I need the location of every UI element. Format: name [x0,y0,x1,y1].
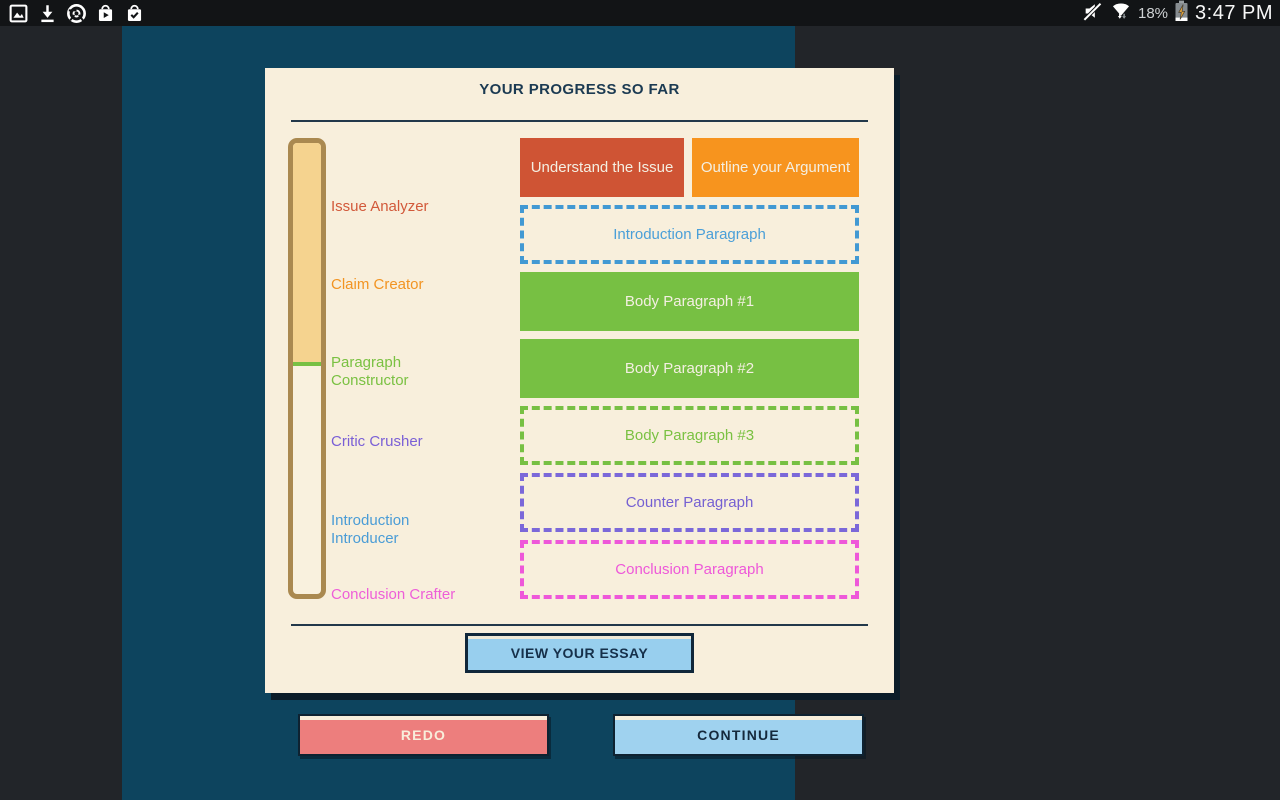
top-divider [291,120,868,122]
progress-card: YOUR PROGRESS SO FAR Issue Analyzer Clai… [265,68,894,693]
redo-button[interactable]: REDO [298,714,549,756]
status-bar-system: 18% 3:47 PM [1082,0,1275,27]
download-icon [37,3,58,24]
battery-charging-icon [1174,0,1189,27]
progress-meter [288,138,326,599]
step-body-paragraph-1: Body Paragraph #1 [520,272,859,331]
stage-conclusion-crafter: Conclusion Crafter [331,586,456,603]
gallery-icon [8,3,29,24]
progress-meter-marker [293,362,321,366]
step-outline-your-argument: Outline your Argument [692,138,859,197]
volume-muted-icon [1082,0,1104,27]
status-bar: 18% 3:47 PM [0,0,1280,26]
play-store-icon [95,3,116,24]
stage-introduction-introducer: Introduction Introducer [331,512,410,547]
app-panel: YOUR PROGRESS SO FAR Issue Analyzer Clai… [122,26,894,800]
essay-outline-steps: Understand the Issue Outline your Argume… [520,138,859,599]
stage-claim-creator: Claim Creator [331,276,424,293]
step-body-paragraph-3: Body Paragraph #3 [520,406,859,465]
step-row-prewriting: Understand the Issue Outline your Argume… [520,138,859,197]
step-body-paragraph-2: Body Paragraph #2 [520,339,859,398]
progress-meter-fill [293,143,321,362]
my-apps-check-icon [124,3,145,24]
view-your-essay-button[interactable]: VIEW YOUR ESSAY [465,633,694,673]
continue-button[interactable]: CONTINUE [613,714,864,756]
step-understand-the-issue: Understand the Issue [520,138,684,197]
status-bar-notifications [5,3,145,24]
battery-percent: 18% [1137,4,1169,22]
stage-critic-crusher: Critic Crusher [331,433,423,450]
step-counter-paragraph: Counter Paragraph [520,473,859,532]
clock: 3:47 PM [1195,1,1273,24]
bottom-divider [291,624,868,626]
wifi-icon [1110,0,1132,27]
chrome-icon [66,3,87,24]
stage-paragraph-constructor: Paragraph Constructor [331,354,409,389]
step-conclusion-paragraph: Conclusion Paragraph [520,540,859,599]
stage-issue-analyzer: Issue Analyzer [331,198,429,215]
page-title: YOUR PROGRESS SO FAR [479,81,680,98]
step-introduction-paragraph: Introduction Paragraph [520,205,859,264]
